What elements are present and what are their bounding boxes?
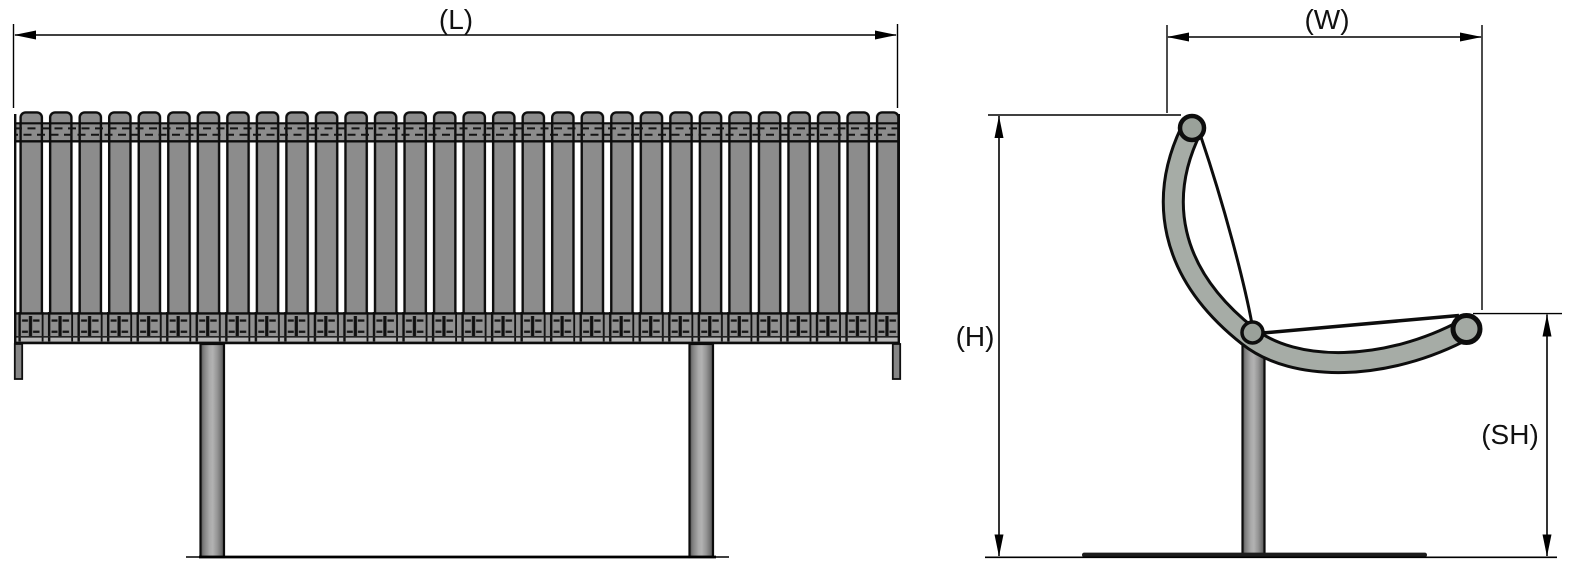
front-leg-left [199, 342, 226, 559]
dim-H-arrow-up [994, 116, 1004, 138]
bench-slats [14, 111, 900, 317]
dim-L-arrow-left [14, 30, 36, 40]
dim-SH-arrow-down [1542, 534, 1552, 557]
pivot-hub [1240, 320, 1265, 345]
dim-L-label: (L) [439, 4, 473, 35]
backrest-surface-line [1199, 136, 1254, 325]
base-plate [1082, 552, 1427, 558]
dimension-SH [1473, 312, 1562, 557]
front-leg-right [688, 342, 715, 559]
bottom-rail-brackets [14, 311, 900, 343]
dim-SH-label: (SH) [1481, 419, 1539, 450]
dimension-H [988, 114, 1181, 557]
seat-front-tube-end [1450, 313, 1483, 345]
front-view: (L) [12, 4, 902, 559]
side-view: (W) (H) (SH) [956, 4, 1562, 559]
dim-L-arrow-right [875, 30, 897, 40]
dim-H-label: (H) [956, 321, 995, 352]
dim-SH-arrow-up [1542, 314, 1552, 337]
end-bar-left [13, 343, 24, 380]
dim-H-arrow-down [994, 534, 1004, 557]
dim-W-arrow-right [1460, 32, 1482, 42]
dimension-L [12, 24, 899, 108]
bench-front [13, 111, 902, 380]
dim-W-label: (W) [1304, 4, 1349, 35]
seat-frame-band [1161, 122, 1472, 374]
seat-surface-line [1256, 313, 1460, 336]
dimension-W [1166, 25, 1483, 310]
dim-W-arrow-left [1167, 32, 1189, 42]
backrest-top-tube-end [1177, 113, 1207, 143]
end-bar-right [891, 343, 902, 380]
side-post [1241, 330, 1266, 558]
